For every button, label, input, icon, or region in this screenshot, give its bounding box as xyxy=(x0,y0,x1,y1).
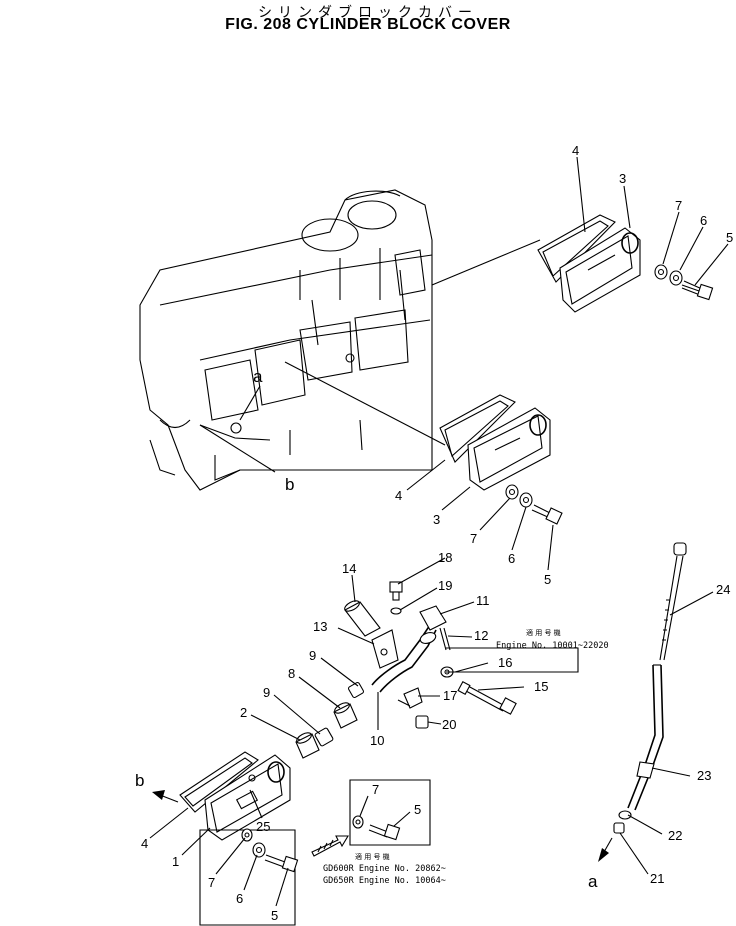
callout-labels: 4 3 7 6 5 a b 4 3 7 6 5 14 18 19 11 12 1… xyxy=(135,143,733,923)
callout-a-dipstick: a xyxy=(588,872,598,891)
callout-21: 21 xyxy=(650,871,664,886)
callout-16: 16 xyxy=(498,655,512,670)
serial-notes: 適 用 号 機 Engine No. 10001~22020 適 用 号 機 G… xyxy=(323,628,609,886)
bolt-lower xyxy=(281,855,299,873)
callout-4-upper: 4 xyxy=(572,143,579,158)
dipstick-seal xyxy=(618,810,632,820)
callout-12: 12 xyxy=(474,628,488,643)
washer-lower xyxy=(252,842,266,858)
nut-20 xyxy=(415,715,429,729)
callout-4-middle: 4 xyxy=(395,488,402,503)
bolt-alt xyxy=(383,823,401,841)
breather-tube-assembly xyxy=(295,581,579,759)
callout-19: 19 xyxy=(438,578,452,593)
callout-9-lower: 9 xyxy=(263,685,270,700)
callout-6-upper: 6 xyxy=(700,213,707,228)
callout-5-lower: 5 xyxy=(271,908,278,923)
lower-cover-assembly xyxy=(179,751,431,926)
dipstick-plug xyxy=(613,822,625,834)
callout-7-middle: 7 xyxy=(470,531,477,546)
lock-washer-upper xyxy=(654,264,668,280)
elbow xyxy=(419,605,447,631)
washer-middle xyxy=(519,492,533,508)
dipstick-handle xyxy=(673,542,687,556)
gasket-lower xyxy=(179,751,259,813)
collar xyxy=(333,703,358,729)
callout-22: 22 xyxy=(668,828,682,843)
cover-plate-upper xyxy=(559,227,641,313)
callout-5-upper: 5 xyxy=(726,230,733,245)
callout-a-block: a xyxy=(253,367,263,386)
applicable-note-upper: 適 用 号 機 xyxy=(526,628,561,637)
callout-23: 23 xyxy=(697,768,711,783)
callout-3-middle: 3 xyxy=(433,512,440,527)
clip xyxy=(403,687,423,709)
serial-note-upper: Engine No. 10001~22020 xyxy=(496,641,609,651)
serial-note-gd650r: GD650R Engine No. 10064~ xyxy=(323,876,446,886)
callout-24: 24 xyxy=(716,582,730,597)
callout-2: 2 xyxy=(240,705,247,720)
clamp-9-lower xyxy=(314,727,334,747)
bolt-middle xyxy=(545,507,563,525)
callout-b-block: b xyxy=(285,475,294,494)
callout-18: 18 xyxy=(438,550,452,565)
bolt-18 xyxy=(389,581,403,593)
callout-25: 25 xyxy=(256,819,270,834)
lock-washer-middle xyxy=(505,484,519,500)
middle-cover-assembly xyxy=(284,361,563,525)
clamp-9-upper xyxy=(347,681,365,699)
callout-7-alt: 7 xyxy=(372,782,379,797)
bolt-upper xyxy=(696,283,714,301)
callout-14: 14 xyxy=(342,561,356,576)
cylinder-block-illustration xyxy=(139,189,433,491)
washer-upper xyxy=(669,270,683,286)
callout-6-lower: 6 xyxy=(236,891,243,906)
serial-note-gd600r: GD600R Engine No. 20862~ xyxy=(323,864,446,874)
title-japanese: シリンダブロックカバー xyxy=(258,5,478,21)
callout-7-lower: 7 xyxy=(208,875,215,890)
callout-9-upper: 9 xyxy=(309,648,316,663)
callout-20: 20 xyxy=(442,717,456,732)
callout-15: 15 xyxy=(534,679,548,694)
hose xyxy=(344,601,381,637)
gasket-upper xyxy=(537,214,616,283)
callout-5-middle: 5 xyxy=(544,572,551,587)
callout-4-lower: 4 xyxy=(141,836,148,851)
callout-17: 17 xyxy=(443,688,457,703)
callout-3-upper: 3 xyxy=(619,171,626,186)
connector xyxy=(295,733,320,759)
gauge-guide xyxy=(636,761,655,779)
washer-alt xyxy=(352,815,364,829)
callout-6-middle: 6 xyxy=(508,551,515,566)
figure-title: FIG. 208 CYLINDER BLOCK COVER xyxy=(225,16,511,33)
direction-arrow xyxy=(311,835,349,857)
upper-cover-assembly xyxy=(431,214,714,313)
dipstick-assembly xyxy=(598,542,687,862)
washer-19 xyxy=(390,607,402,615)
applicable-note-lower: 適 用 号 機 xyxy=(355,852,390,861)
callout-13: 13 xyxy=(313,619,327,634)
callout-b-lower: b xyxy=(135,771,144,790)
callout-10: 10 xyxy=(370,733,384,748)
callout-7-upper: 7 xyxy=(675,198,682,213)
cover-plate-middle xyxy=(467,407,551,491)
callout-11: 11 xyxy=(476,593,490,608)
callout-8: 8 xyxy=(288,666,295,681)
bolt-15 xyxy=(499,697,517,715)
callout-1: 1 xyxy=(172,854,179,869)
leader-lines xyxy=(149,156,729,907)
callout-5-alt: 5 xyxy=(414,802,421,817)
